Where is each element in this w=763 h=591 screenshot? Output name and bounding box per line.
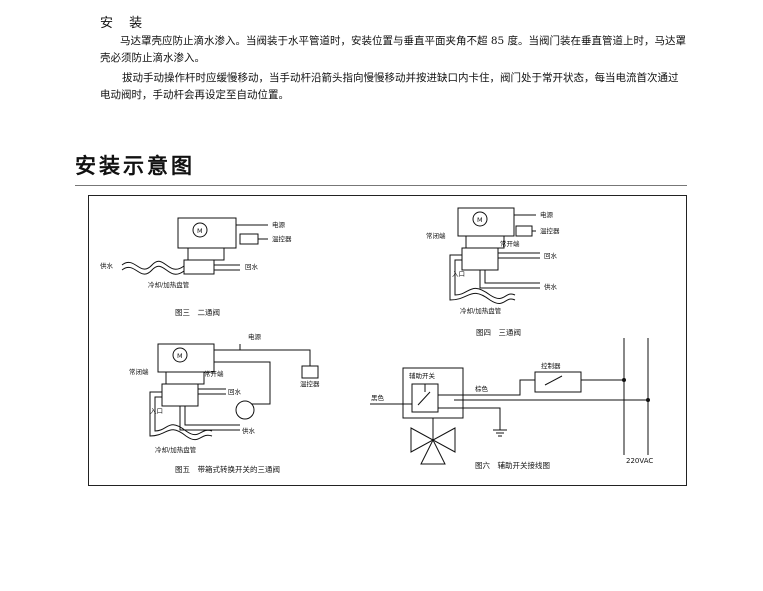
fig4-thermostat-label: 温控器 [540, 226, 560, 235]
fig3-supply-label: 供水 [100, 261, 114, 270]
fig6-black-label: 黑色 [371, 393, 385, 402]
fig4-supply-pipe-inner [484, 270, 540, 284]
fig5-normally-closed-label: 常闭端 [129, 367, 149, 376]
fig3-motor-housing [177, 217, 237, 249]
fig5-coil-label: 冷却/加热盘管 [155, 445, 197, 454]
fig6-valve-right [431, 427, 456, 453]
fig6-caption: 图六 辅助开关接线图 [475, 460, 550, 470]
fig4-motor-icon [472, 211, 488, 227]
fig4-supply-label: 供水 [544, 282, 558, 291]
fig3-coil-label: 冷却/加热盘管 [148, 280, 190, 289]
fig3-thermostat-label: 温控器 [272, 234, 292, 243]
fig5-thermostat-label: 温控器 [300, 379, 320, 388]
fig6-controller-label: 控制器 [541, 361, 561, 370]
fig5-normally-open-label: 常开端 [204, 369, 224, 378]
fig5-motor-label: M [177, 352, 183, 360]
fig6-ground-wire [438, 407, 501, 430]
fig6-brown-label: 棕色 [475, 384, 489, 393]
fig4-valve-body [461, 247, 499, 271]
fig3-actuator-neck [187, 247, 225, 261]
fig5-supply-pipe [179, 406, 240, 431]
fig3-thermostat-box [239, 233, 259, 245]
fig4-inlet-label: 入口 [452, 270, 465, 278]
fig3-supply-pipe [121, 260, 185, 270]
figure-4-three-way-valve: M 电源 温控器 常闭端 常开端 回水 供水 入口 冷却/加热盘管 图四 三通阀 [426, 207, 560, 337]
fig4-coil-label: 冷却/加热盘管 [460, 306, 502, 315]
install-paragraph-2: 拔动手动操作杆时应缓慢移动，当手动杆沿箭头指向慢慢移动并按进缺口内卡住，阀门处于… [100, 72, 679, 101]
fig4-coil-pipe-inner [454, 259, 516, 300]
fig3-caption: 图三 二通阀 [175, 307, 220, 317]
figure-5-three-way-valve-with-switch: M 电源 温控器 常闭端 常开端 回水 供水 入口 冷却/加热盘管 图五 带箱式… [129, 332, 320, 474]
fig6-controller-box [534, 371, 582, 393]
install-paragraph-1: 马达罩壳应防止滴水渗入。当阀装于水平管道时，安装位置与垂直平面夹角不超 85 度… [100, 35, 687, 64]
fig5-power-to-thermostat-wire [240, 349, 311, 366]
fig6-controller-contact [544, 375, 563, 386]
fig3-motor-icon [192, 222, 208, 238]
fig5-switch-wire [214, 361, 271, 405]
fig5-supply-label: 供水 [242, 426, 256, 435]
fig5-coil-pipe-inner [154, 396, 213, 436]
fig4-return-label: 回水 [544, 251, 558, 260]
fig4-coil-pipe [449, 254, 516, 305]
fig3-supply-pipe-inner [121, 265, 185, 275]
figure-3-two-way-valve: M 电源 温控器 供水 回水 冷却/加热盘管 图三 二通阀 [100, 217, 292, 317]
fig3-return-label: 回水 [245, 262, 259, 271]
fig5-power-wire [214, 344, 241, 351]
fig4-motor-housing [457, 207, 515, 237]
fig5-coil-pipe [149, 391, 213, 441]
fig5-caption: 图五 带箱式转换开关的三通阀 [175, 464, 280, 474]
install-heading: 安 装 [100, 16, 149, 31]
fig5-power-label: 电源 [248, 332, 262, 341]
fig4-supply-pipe [479, 270, 540, 289]
fig6-valve-left [410, 427, 435, 453]
fig4-actuator-neck [465, 235, 505, 249]
fig6-junction-1 [622, 378, 626, 382]
figure-6-aux-switch-wiring: 辅助开关 黑色 棕色 控制器 220VAC 图六 辅助开关接线图 [370, 338, 653, 470]
figure-frame [88, 195, 687, 486]
fig5-motor-icon [172, 347, 188, 363]
fig5-switch-box [235, 400, 255, 420]
fig5-thermostat-box [301, 365, 319, 379]
fig4-power-label: 电源 [540, 210, 554, 219]
fig5-return-label: 回水 [228, 387, 242, 396]
fig3-valve-body [183, 259, 215, 275]
section-divider [75, 185, 687, 186]
fig6-aux-contact [417, 391, 431, 406]
fig6-brown-wire [438, 379, 535, 396]
fig3-power-label: 电源 [272, 220, 286, 229]
fig5-inlet-label: 入口 [150, 407, 163, 415]
fig6-aux-switch-label: 辅助开关 [409, 371, 436, 380]
fig6-valve-bottom [420, 438, 446, 465]
section-title: 安装示意图 [75, 154, 195, 178]
fig3-motor-label: M [197, 227, 203, 235]
fig4-caption: 图四 三通阀 [476, 327, 521, 337]
fig6-junction-2 [646, 398, 650, 402]
fig5-valve-body [161, 383, 199, 407]
fig4-normally-closed-label: 常闭端 [426, 231, 446, 240]
fig4-motor-label: M [477, 216, 483, 224]
fig5-supply-pipe-inner [184, 406, 240, 426]
fig5-actuator-neck [165, 371, 205, 385]
fig6-voltage-label: 220VAC [626, 457, 653, 465]
fig4-normally-open-label: 常开端 [500, 239, 520, 248]
fig4-thermostat-box [515, 225, 533, 237]
